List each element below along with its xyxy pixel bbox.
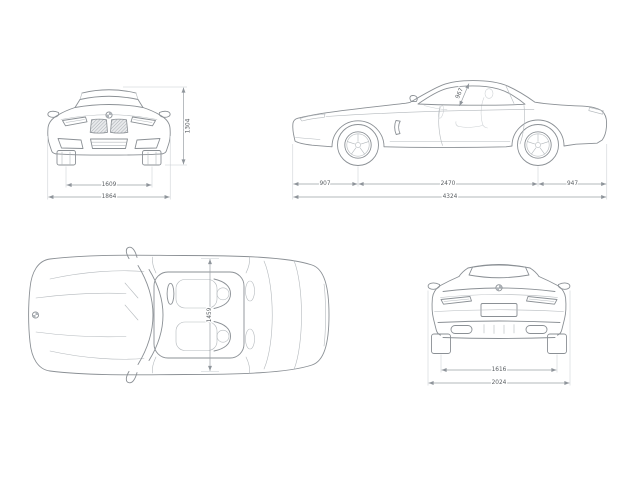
dim-side-diagonal: 967 <box>455 87 465 100</box>
soft-top <box>81 89 137 94</box>
front-wheel <box>337 124 379 166</box>
roll-hoop-right <box>245 328 255 350</box>
exhaust-left <box>450 325 473 334</box>
body-outline <box>28 254 330 376</box>
interior-ghost <box>423 88 494 129</box>
driver-seat <box>166 278 231 309</box>
bmw-roundel-icon <box>31 311 40 319</box>
rear-mirror-left <box>427 282 441 290</box>
steering-wheel <box>166 282 175 305</box>
windshield-top <box>137 265 154 365</box>
rear-dimensions: 1616 2024 <box>427 290 571 387</box>
top-mirror-right <box>125 370 138 384</box>
rear-left-tire <box>431 333 451 354</box>
taillight-profile <box>588 107 604 115</box>
side-intake-right <box>134 138 161 149</box>
dim-wheelbase: 2470 <box>441 181 456 187</box>
kidney-grille-right <box>110 118 129 134</box>
center-intake <box>90 138 128 149</box>
front-right-tire <box>142 150 162 166</box>
top-dimension: 1459 <box>201 258 219 372</box>
headlight-profile <box>299 113 326 122</box>
dim-overall-height: 1304 <box>186 118 192 133</box>
rear-window <box>468 264 530 279</box>
side-dimensions: 907 2470 947 4324 <box>292 144 608 201</box>
left-headlight <box>62 116 88 127</box>
rear-right-tire <box>547 333 567 354</box>
front-dimensions: 1304 1609 1864 <box>47 86 193 201</box>
dim-front-overhang: 907 <box>319 181 330 187</box>
dim-overall-width: 1864 <box>102 194 117 200</box>
taillight-left <box>440 296 472 305</box>
bmw-roundel-icon <box>105 111 113 119</box>
dim-rear-overhang: 947 <box>567 181 578 187</box>
rear-view: 1616 2024 <box>427 264 571 387</box>
side-vent <box>394 120 401 135</box>
roll-hoop-left <box>245 280 255 302</box>
dim-top-width: 1459 <box>207 307 213 322</box>
right-headlight <box>130 116 156 127</box>
front-view: 1304 1609 1864 <box>47 86 193 201</box>
top-mirror-left <box>125 246 138 260</box>
dim-width-mirrors: 2024 <box>492 380 507 386</box>
right-mirror <box>158 110 171 118</box>
kidney-grille-left <box>89 118 108 134</box>
cockpit-opening <box>153 271 245 359</box>
dim-overall-length: 4324 <box>443 194 458 200</box>
left-mirror <box>47 110 60 118</box>
rear-mirror-right <box>557 282 571 290</box>
side-intake-left <box>57 138 84 149</box>
side-view: 967 907 2470 947 4324 <box>292 80 608 201</box>
side-glass <box>417 85 526 106</box>
body-silhouette <box>292 80 608 148</box>
top-view: 1459 <box>28 246 330 384</box>
dim-rear-track: 1616 <box>492 367 507 373</box>
dim-front-track: 1609 <box>102 182 117 188</box>
side-mirror <box>409 95 418 103</box>
taillight-right <box>526 296 558 305</box>
front-left-tire <box>56 150 76 166</box>
passenger-seat <box>175 321 231 352</box>
windshield <box>74 104 144 108</box>
exhaust-right <box>525 325 548 334</box>
